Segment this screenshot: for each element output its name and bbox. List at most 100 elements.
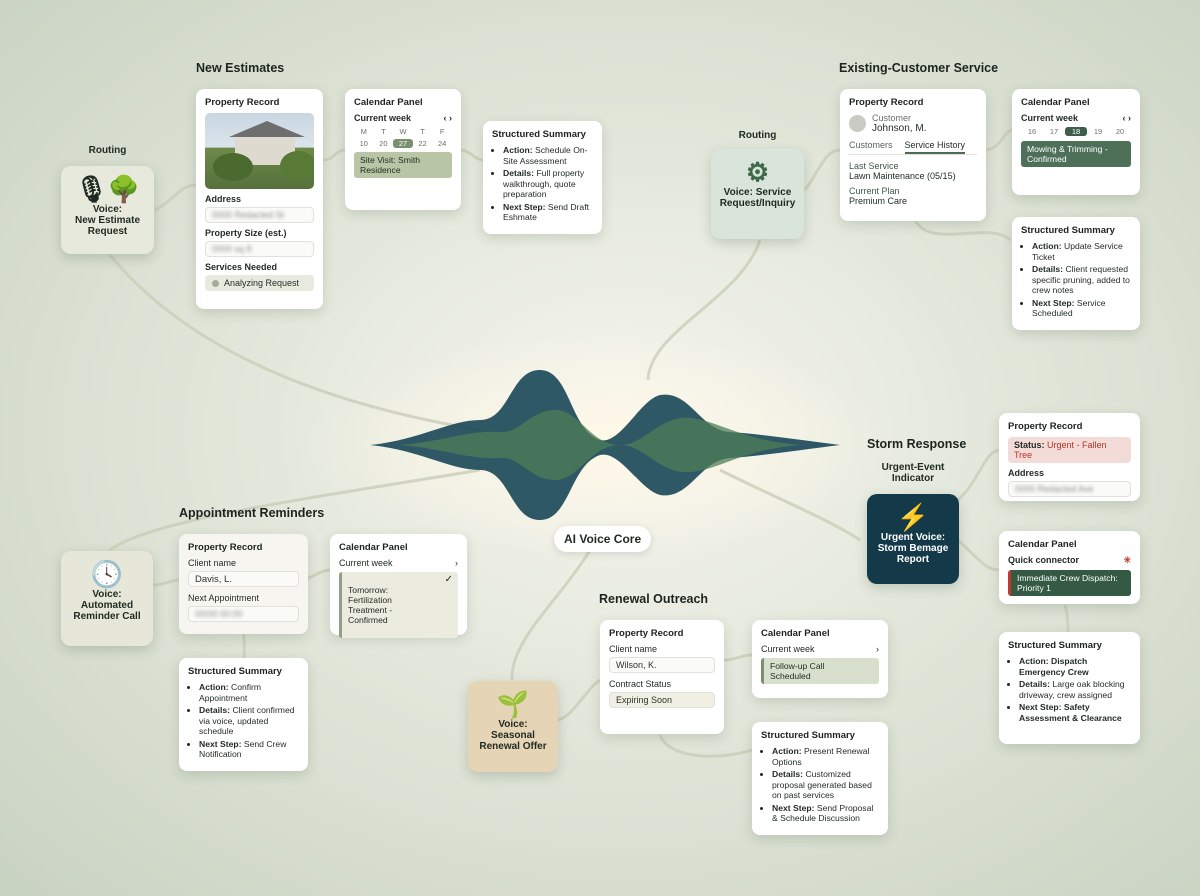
gear-leaf-icon: ⚙ <box>745 157 770 187</box>
day-label: T <box>381 127 386 136</box>
summary-list: Action: Update Service Ticket Details: C… <box>1021 241 1131 319</box>
card-title: Structured Summary <box>492 129 586 140</box>
voice-label: Voice: Service Request/Inquiry <box>719 187 796 209</box>
event-text: Tomorrow: Fertilization Treatment - Conf… <box>348 585 393 625</box>
lightning-icon: ⚡ <box>896 502 930 532</box>
loading-spinner-icon: ✳ <box>1123 555 1131 565</box>
date-cell[interactable]: 17 <box>1049 127 1059 136</box>
card-title: Structured Summary <box>761 730 855 741</box>
checkmark-icon: ✓ <box>444 574 453 585</box>
card-title: Calendar Panel <box>1021 97 1090 108</box>
contract-status-field[interactable]: Expiring Soon <box>609 692 715 708</box>
ai-voice-waveform <box>370 370 840 520</box>
status-dot-icon <box>212 279 219 287</box>
card-title: Structured Summary <box>1008 640 1102 651</box>
status-value: Urgent - Fallen Tree <box>1014 440 1107 460</box>
tab-service-history[interactable]: Service History <box>904 140 966 154</box>
new-estimates-structured-summary: Structured Summary Action: Schedule On-S… <box>483 121 602 234</box>
new-estimate-voice-node[interactable]: 🎙🌳 Voice: New Estimate Request <box>61 166 154 254</box>
voice-label: Voice: Seasonal Renewal Offer <box>479 719 547 752</box>
status-text: Analyzing Request <box>224 278 300 288</box>
customer-label: Customer <box>872 113 912 123</box>
current-plan-value: Premium Care <box>849 196 908 206</box>
client-name-field[interactable]: Davis, L. <box>188 571 299 587</box>
address-field[interactable]: 0000 Redacted Ave <box>1008 481 1131 497</box>
customer-name: Johnson, M. <box>872 123 927 134</box>
renewal-calendar-panel: Calendar Panel Current week › Follow-up C… <box>752 620 888 698</box>
day-label: W <box>399 127 407 136</box>
last-service-value: Lawn Maintenance (05/15) <box>849 171 956 181</box>
date-cell[interactable]: 19 <box>1093 127 1103 136</box>
date-cell[interactable]: 22 <box>418 139 427 148</box>
new-estimates-calendar-panel: Calendar Panel Current week‹ › M T W T F… <box>345 89 461 210</box>
storm-calendar-panel: Calendar Panel Quick connector ✳ Immedia… <box>999 531 1140 604</box>
voice-label: Urgent Voice: Storm Bemage Report <box>877 532 949 565</box>
current-week-label: Current week <box>761 644 815 654</box>
address-field[interactable]: 0000 Redacted St <box>205 207 314 223</box>
client-name-label: Client name <box>609 644 658 654</box>
calendar-grid: 16 17 18 19 20 <box>1021 127 1131 136</box>
day-label: M <box>360 127 367 136</box>
service-request-voice-node[interactable]: ⚙ Voice: Service Request/Inquiry <box>711 149 804 239</box>
ai-voice-core-label: AI Voice Core <box>554 526 652 552</box>
analyzing-status: Analyzing Request <box>205 275 314 291</box>
summary-list: Action: Dispatch Emergency Crew Details:… <box>1008 656 1131 723</box>
urgent-voice-node[interactable]: ⚡ Urgent Voice: Storm Bemage Report <box>867 494 959 584</box>
calendar-event[interactable]: Mowing & Trimming - Confirmed <box>1021 141 1131 167</box>
existing-calendar-panel: Calendar Panel Current week‹ › 16 17 18 … <box>1012 89 1140 195</box>
date-cell-selected[interactable]: 27 <box>393 139 413 148</box>
card-title: Calendar Panel <box>354 97 423 108</box>
date-cell[interactable]: 20 <box>1115 127 1125 136</box>
avatar <box>849 115 866 132</box>
date-cell[interactable]: 20 <box>379 139 388 148</box>
summary-details: Details: Client confirmed via voice, upd… <box>199 705 299 737</box>
chevron-right-icon[interactable]: › <box>876 644 879 654</box>
house-photo <box>205 113 314 189</box>
renewal-outreach-title: Renewal Outreach <box>599 592 709 606</box>
current-plan-label: Current Plan <box>849 186 900 196</box>
status-label: Status: <box>1014 440 1045 450</box>
date-cell-selected[interactable]: 18 <box>1065 127 1087 136</box>
follow-up-event[interactable]: Follow-up Call Scheduled <box>761 658 879 684</box>
microphone-tree-icon: 🎙🌳 <box>74 174 141 204</box>
reminder-event[interactable]: Tomorrow: Fertilization Treatment - Conf… <box>339 572 458 638</box>
renewal-structured-summary: Structured Summary Action: Present Renew… <box>752 722 888 835</box>
week-nav-arrows-icon[interactable]: ‹ › <box>443 113 453 123</box>
property-size-value: 0000 sq ft <box>212 244 252 254</box>
property-size-field[interactable]: 0000 sq ft <box>205 241 314 257</box>
summary-next-step: Next Step: Send Proposal & Schedule Disc… <box>772 803 879 824</box>
day-label: F <box>439 127 445 136</box>
renewal-voice-node[interactable]: 🌱 Voice: Seasonal Renewal Offer <box>468 681 558 772</box>
date-cell[interactable]: 24 <box>438 139 447 148</box>
summary-list: Action: Present Renewal Options Details:… <box>761 746 879 824</box>
card-title: Structured Summary <box>188 666 282 677</box>
date-cell[interactable]: 10 <box>359 139 368 148</box>
tab-customers[interactable]: Customers <box>849 140 893 150</box>
clock-check-icon: 🕓 <box>90 559 124 589</box>
services-needed-label: Services Needed <box>205 262 278 272</box>
summary-action: Action: Confirm Appointment <box>199 682 299 703</box>
card-title: Property Record <box>609 628 684 639</box>
reminder-voice-node[interactable]: 🕓 Voice: Automated Reminder Call <box>61 551 153 646</box>
next-appointment-value: 00/00 00:00 <box>195 609 243 619</box>
chevron-right-icon[interactable]: › <box>455 558 458 568</box>
storm-property-record: Property Record Status: Urgent - Fallen … <box>999 413 1140 501</box>
calendar-event[interactable]: Site Visit: Smith Residence <box>354 152 452 178</box>
summary-action: Action: Schedule On-Site Assessment <box>503 145 593 166</box>
crew-dispatch-event[interactable]: Immediate Crew Dispatch: Priority 1 <box>1008 570 1131 596</box>
contract-status-label: Contract Status <box>609 679 672 689</box>
quick-connector-label: Quick connector <box>1008 555 1080 565</box>
storm-response-title: Storm Response <box>867 437 967 451</box>
existing-customer-title: Existing-Customer Service <box>839 61 999 75</box>
client-name-field[interactable]: Wilson, K. <box>609 657 715 673</box>
client-name-label: Client name <box>188 558 237 568</box>
date-cell[interactable]: 16 <box>1027 127 1037 136</box>
card-title: Property Record <box>188 542 263 553</box>
card-title: Calendar Panel <box>761 628 830 639</box>
summary-details: Details: Full property walkthrough, quot… <box>503 168 593 200</box>
reminders-structured-summary: Structured Summary Action: Confirm Appoi… <box>179 658 308 771</box>
next-appointment-field[interactable]: 00/00 00:00 <box>188 606 299 622</box>
new-estimates-property-record: Property Record Address 0000 Redacted St… <box>196 89 323 309</box>
week-nav-arrows-icon[interactable]: ‹ › <box>1122 113 1132 123</box>
